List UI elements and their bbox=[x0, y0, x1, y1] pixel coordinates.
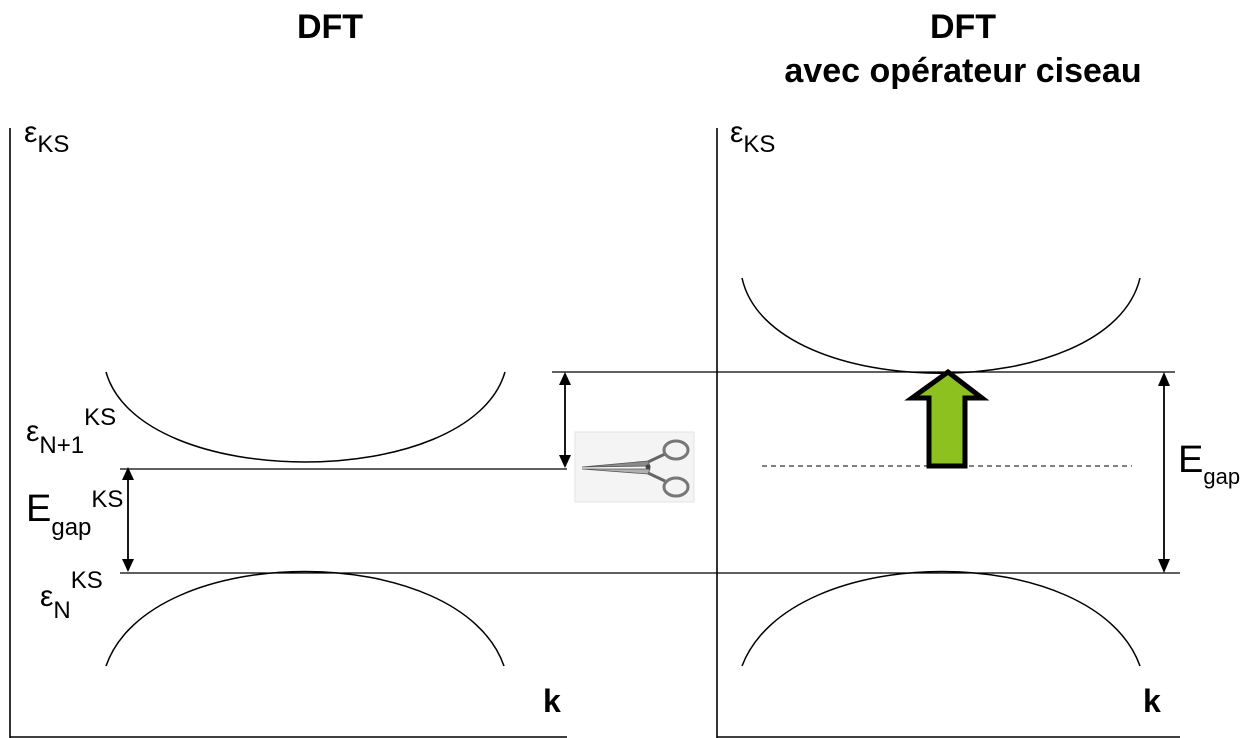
left-panel-title: DFT bbox=[297, 8, 363, 46]
right-conduction-band bbox=[741, 277, 1141, 374]
right-gap-arrow bbox=[1158, 372, 1170, 573]
right-gap-label: Egap bbox=[1178, 439, 1240, 489]
right-x-axis-label: k bbox=[1143, 683, 1161, 719]
scissors-icon bbox=[574, 431, 695, 503]
up-arrow-icon bbox=[904, 368, 990, 469]
left-gap-label: EgapKS bbox=[26, 486, 123, 541]
left-panel: εKS εN+1KS EgapKS εNKS k bbox=[9, 116, 1180, 738]
left-gap-arrow bbox=[122, 467, 134, 572]
shift-double-arrow bbox=[559, 372, 571, 468]
left-cbm-label: εN+1KS bbox=[26, 404, 116, 459]
right-panel: εKS Egap k bbox=[716, 116, 1240, 738]
right-valence-band bbox=[741, 570, 1141, 667]
scissor-shift-indicator bbox=[552, 371, 1175, 503]
right-panel-title: DFT bbox=[930, 8, 996, 46]
right-panel-subtitle: avec opérateur ciseau bbox=[784, 52, 1141, 90]
left-x-axis-label: k bbox=[543, 683, 561, 719]
left-valence-band bbox=[105, 570, 505, 667]
right-y-axis-label: εKS bbox=[730, 116, 775, 158]
left-conduction-band bbox=[105, 371, 506, 463]
left-y-axis-label: εKS bbox=[24, 116, 69, 158]
left-vbm-label: εNKS bbox=[40, 567, 103, 624]
